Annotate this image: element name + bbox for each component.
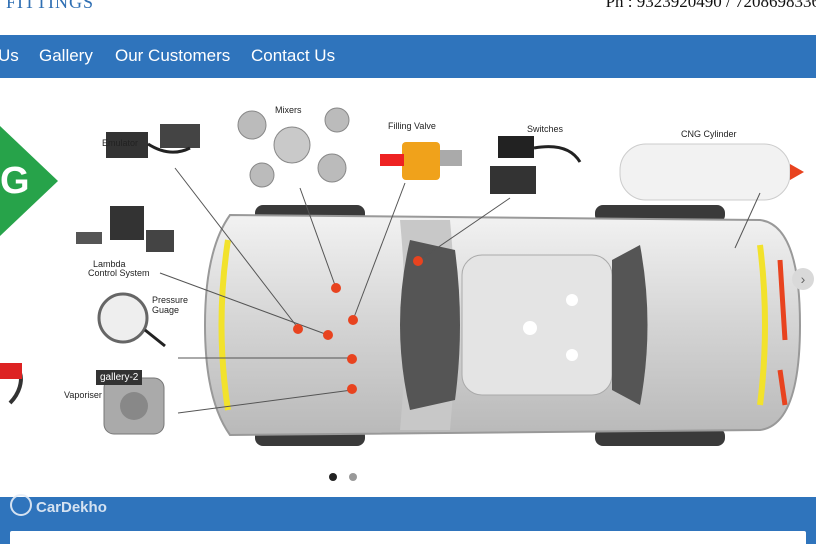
- cng-badge-icon: [0, 126, 58, 236]
- watermark: CarDekho: [10, 494, 107, 516]
- mixers-icon: [237, 107, 350, 188]
- label-vaporiser: Vaporiser: [64, 390, 102, 400]
- watermark-text: CarDekho: [36, 499, 107, 516]
- content-box: [10, 531, 806, 551]
- main-nav: Us Gallery Our Customers Contact Us: [0, 35, 816, 78]
- cng-cylinder-icon: [619, 143, 804, 201]
- car-diagram: [203, 205, 802, 446]
- marker-dot: [413, 256, 423, 266]
- label-pressure-2: Guage: [152, 305, 180, 315]
- nav-item-contact-us[interactable]: Contact Us: [251, 46, 336, 65]
- slider-next-button[interactable]: ›: [792, 268, 814, 290]
- label-cng-cylinder: CNG Cylinder: [681, 129, 737, 139]
- content-bar: [0, 497, 816, 551]
- leader-lines: [159, 167, 761, 414]
- marker-dot: [348, 315, 358, 325]
- lambda-control-icon: [76, 206, 174, 252]
- cardekho-logo-icon: [10, 494, 32, 516]
- label-switches: Switches: [527, 124, 564, 134]
- emulator-icon: [106, 124, 200, 158]
- hero-slider: G CNG Cylinder: [0, 78, 816, 496]
- label-lambda-1: Lambda: [93, 259, 126, 269]
- nav-item-about-us[interactable]: Us: [0, 46, 19, 65]
- nav-item-our-customers[interactable]: Our Customers: [115, 46, 231, 65]
- filling-valve-icon: [380, 142, 462, 180]
- marker-dot: [293, 324, 303, 334]
- label-mixers: Mixers: [275, 105, 302, 115]
- image-tooltip: gallery-2: [96, 370, 143, 385]
- nav-item-gallery[interactable]: Gallery: [39, 46, 93, 65]
- label-emulator: Emulator: [102, 138, 139, 148]
- label-pressure-1: Pressure: [152, 295, 189, 305]
- slider-dot-2[interactable]: [349, 473, 357, 481]
- marker-dot: [347, 384, 357, 394]
- label-lambda-2: Control System: [88, 268, 150, 278]
- cng-badge-letter: G: [0, 160, 30, 202]
- site-brand[interactable]: FITTINGS: [6, 0, 94, 12]
- site-header: FITTINGS Ph : 9323920490 / 7208698336: [0, 0, 816, 36]
- vaporiser-icon: [103, 377, 165, 435]
- header-phone: Ph : 9323920490 / 7208698336: [605, 0, 816, 11]
- label-filling-valve: Filling Valve: [388, 121, 436, 131]
- marker-dot: [331, 283, 341, 293]
- marker-dot: [323, 330, 333, 340]
- kit-harness-icon: [0, 363, 23, 405]
- marker-dot: [347, 354, 357, 364]
- pressure-gauge-icon: [97, 292, 166, 348]
- switches-icon: [490, 136, 582, 194]
- slider-dot-1[interactable]: [329, 473, 337, 481]
